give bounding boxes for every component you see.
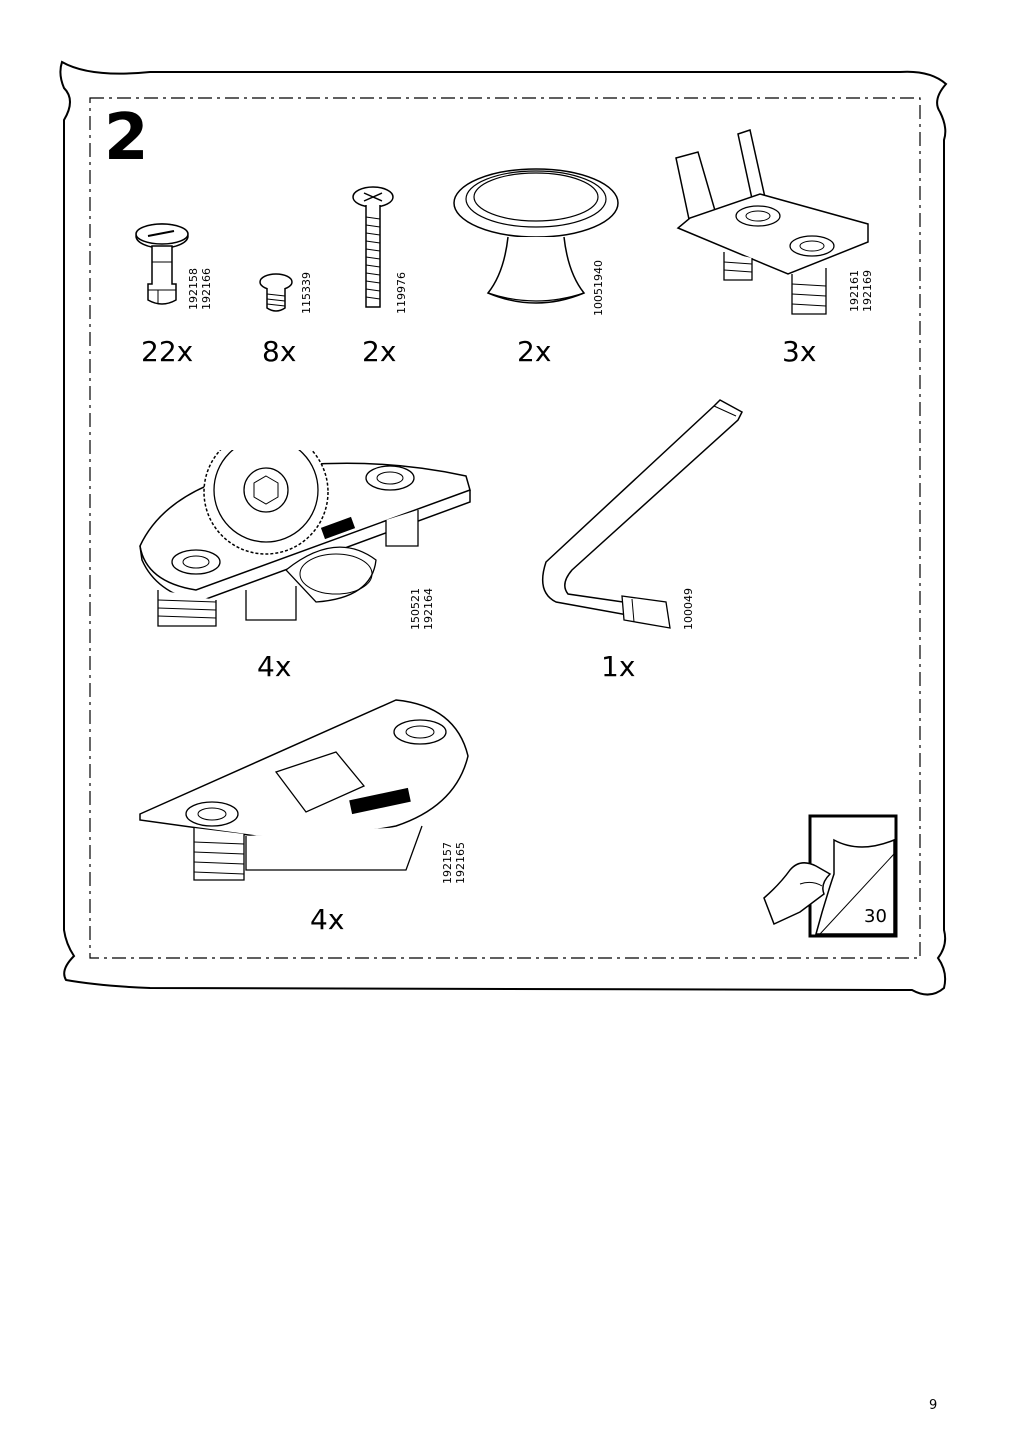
part-quantity: 22x (141, 335, 194, 368)
part-quantity: 1x (601, 650, 636, 683)
small-screw-icon (259, 273, 293, 312)
part-code: 119976 (395, 272, 408, 314)
turn-page-icon (763, 814, 898, 938)
cam-lock-fitting-icon (139, 450, 471, 627)
part-code: 10051940 (592, 260, 605, 316)
page-number: 9 (929, 1398, 938, 1413)
step-number: 2 (104, 101, 149, 175)
connector-fitting-icon (139, 699, 469, 881)
part-code: 115339 (300, 272, 313, 314)
page-reference: 30 (760, 814, 900, 940)
part-quantity: 4x (310, 903, 345, 936)
long-screw-icon (352, 186, 394, 308)
shelf-bracket-icon (675, 129, 869, 315)
part-quantity: 8x (262, 335, 297, 368)
dowel-screw-icon (135, 223, 189, 305)
part-quantity: 3x (782, 335, 817, 368)
part-quantity: 2x (517, 335, 552, 368)
part-quantity: 2x (362, 335, 397, 368)
part-quantity: 4x (257, 650, 292, 683)
page-reference-number: 30 (864, 906, 887, 927)
parts-frame (59, 60, 948, 996)
hex-key-icon (541, 399, 743, 629)
knob-icon (453, 168, 619, 304)
part-code: 100049 (682, 588, 695, 630)
